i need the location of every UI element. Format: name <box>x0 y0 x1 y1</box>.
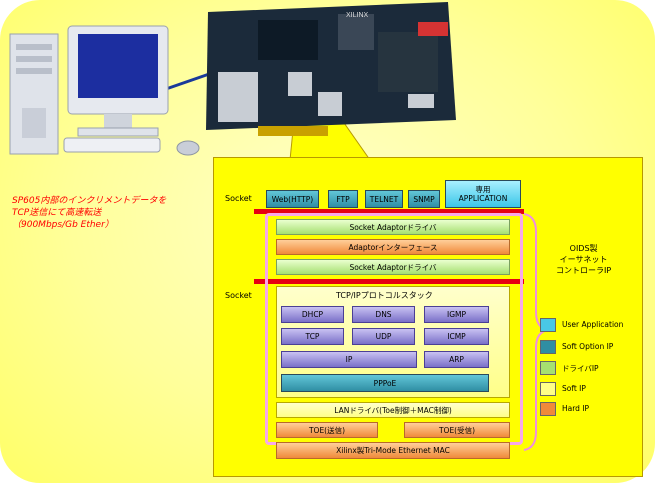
proto-igmp: IGMP <box>424 306 489 323</box>
socket-bar-top <box>254 209 524 214</box>
socket-bar-middle <box>254 279 524 284</box>
computer-icon <box>9 25 200 156</box>
legend-swatch-soft-ip <box>540 382 556 396</box>
proto-icmp: ICMP <box>424 328 489 345</box>
caption-line-3: （900Mbps/Gb Ether） <box>12 220 114 230</box>
tcpip-stack-title: TCP/IPプロトコルスタック <box>336 291 433 300</box>
layer-socket-adaptor-driver-1: Socket Adaptorドライバ <box>276 219 510 235</box>
oids-label-line-1: OIDS製 <box>569 244 598 253</box>
proto-pppoe: PPPoE <box>281 374 489 392</box>
caption: SP605内部のインクリメントデータを TCP送信にて高速転送 （900Mbps… <box>12 195 166 231</box>
socket-label-top: Socket <box>225 194 252 203</box>
oids-label-line-2: イーサネット <box>559 255 608 264</box>
legend-swatch-user-app <box>540 318 556 332</box>
legend-swatch-soft-option <box>540 340 556 354</box>
caption-line-2: TCP送信にて高速転送 <box>12 208 102 218</box>
legend-label-soft-ip: Soft IP <box>562 384 586 393</box>
proto-ip: IP <box>281 351 417 368</box>
caption-line-1: SP605内部のインクリメントデータを <box>12 196 167 206</box>
app-snmp: SNMP <box>408 190 440 208</box>
app-web-http: Web(HTTP) <box>266 190 319 208</box>
layer-adaptor-interface: Adaptorインターフェース <box>276 239 510 255</box>
layer-lan-driver: LANドライバ(Toe制御＋MAC制御) <box>276 402 510 418</box>
pc-illustration <box>8 20 208 165</box>
board-brand: XILINX <box>346 12 369 19</box>
sp605-board: XILINX <box>198 2 460 142</box>
app-telnet: TELNET <box>365 190 403 208</box>
app-ftp: FTP <box>328 190 358 208</box>
board-icon <box>206 2 456 136</box>
legend-label-driver: ドライバIP <box>562 364 599 373</box>
layer-ethernet-mac: Xilinx製Tri-Mode Ethernet MAC <box>276 442 510 459</box>
layer-socket-adaptor-driver-2: Socket Adaptorドライバ <box>276 259 510 275</box>
app-dedicated: 専用 APPLICATION <box>445 180 521 208</box>
proto-dns: DNS <box>352 306 415 323</box>
legend-swatch-driver <box>540 361 556 375</box>
legend-label-soft-option: Soft Option IP <box>562 342 614 351</box>
layer-toe-tx: TOE(送信) <box>276 422 378 438</box>
legend-label-hard-ip: Hard IP <box>562 404 590 413</box>
proto-dhcp: DHCP <box>281 306 344 323</box>
layer-toe-rx: TOE(受信) <box>404 422 510 438</box>
proto-arp: ARP <box>424 351 489 368</box>
legend: User Application Soft Option IP ドライバIP S… <box>540 318 650 418</box>
oids-label-line-3: コントローラIP <box>556 266 612 275</box>
legend-label-user-app: User Application <box>562 320 624 329</box>
legend-swatch-hard-ip <box>540 402 556 416</box>
socket-label-middle: Socket <box>225 291 252 300</box>
proto-tcp: TCP <box>281 328 344 345</box>
proto-udp: UDP <box>352 328 415 345</box>
oids-label: OIDS製 イーサネット コントローラIP <box>556 243 611 276</box>
